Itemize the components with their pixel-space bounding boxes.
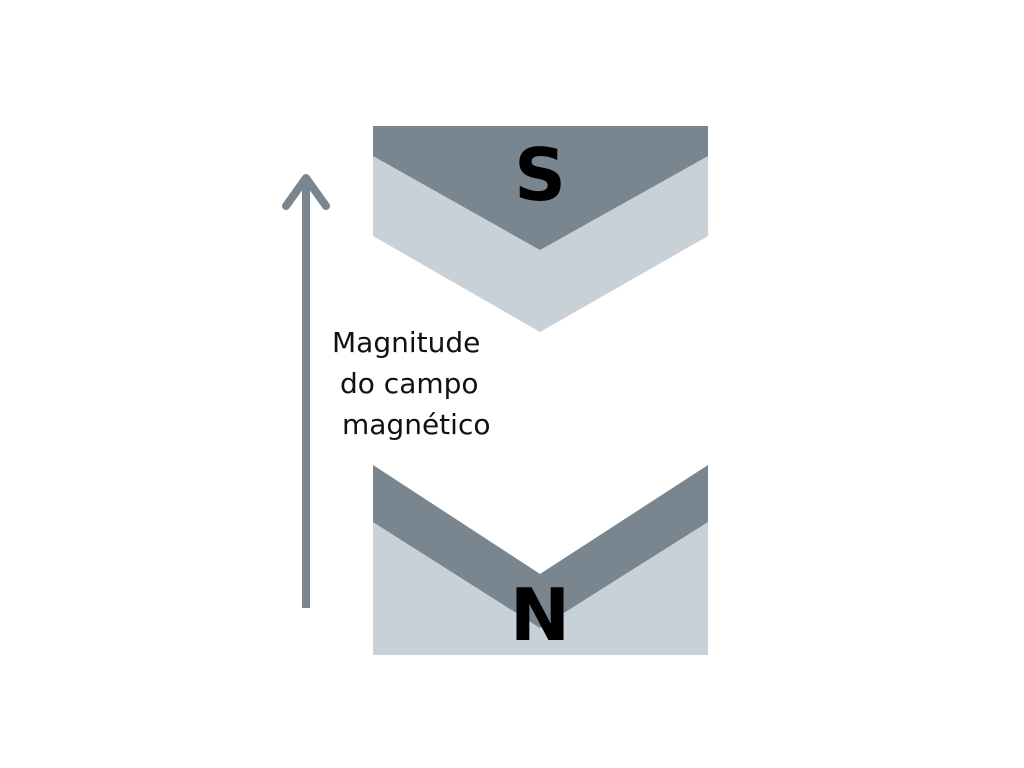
south-pole-magnet: S bbox=[373, 126, 708, 332]
north-pole-magnet: N bbox=[373, 465, 708, 657]
south-pole-letter: S bbox=[514, 133, 566, 217]
field-magnitude-label-line: do campo bbox=[340, 367, 479, 400]
south-pole-dark-band bbox=[373, 126, 708, 250]
field-magnitude-label: Magnitude do campo magnético bbox=[318, 322, 498, 445]
field-magnitude-label-line: Magnitude bbox=[332, 326, 481, 359]
north-pole-dark-band bbox=[373, 465, 708, 628]
north-pole-light-band bbox=[373, 465, 708, 655]
field-magnitude-label-line: magnético bbox=[342, 408, 491, 441]
arrow-head-icon bbox=[282, 174, 330, 210]
field-magnitude-arrow bbox=[282, 174, 330, 608]
north-pole-letter: N bbox=[510, 573, 570, 657]
